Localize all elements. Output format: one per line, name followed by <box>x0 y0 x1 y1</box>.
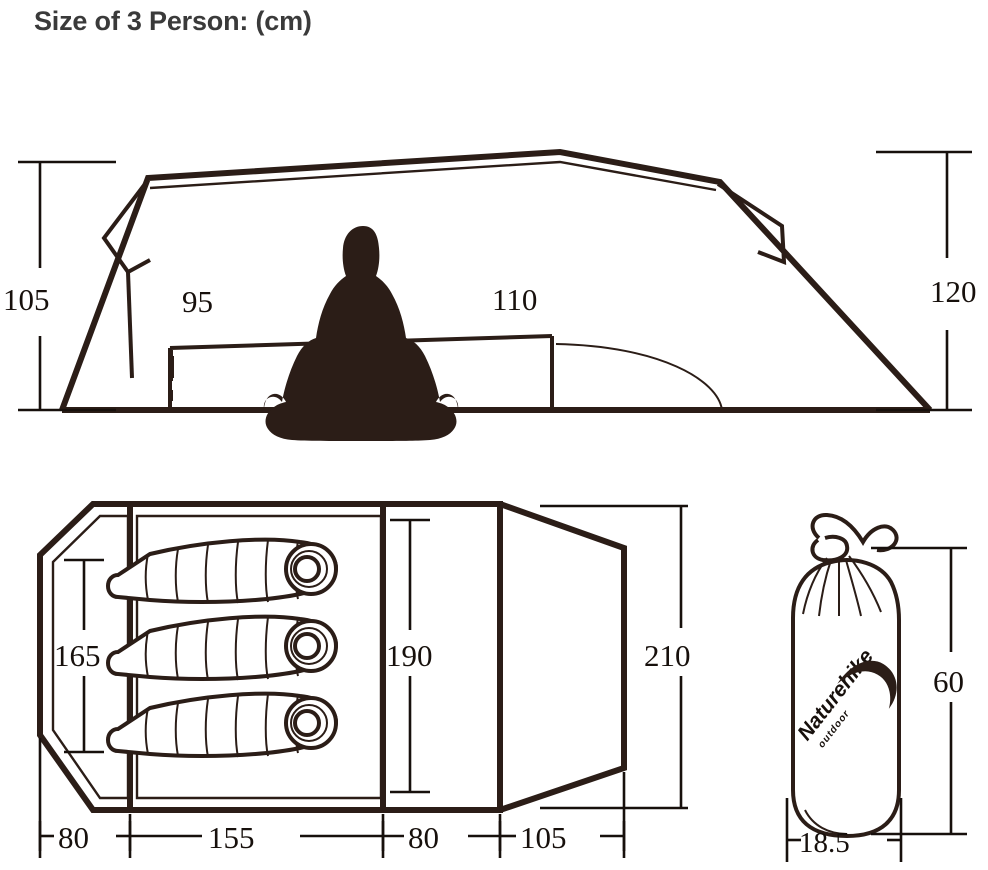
page-title: Size of 3 Person: (cm) <box>34 6 312 36</box>
dim-165: 165 <box>54 558 104 754</box>
carry-loop-icon <box>810 513 899 553</box>
dim-105-rear-label: 105 <box>520 820 567 855</box>
dim-190: 190 <box>386 518 433 794</box>
dim-95: 95 <box>182 284 213 319</box>
right-vestibule-outer <box>498 501 627 813</box>
sack-gather-line-5 <box>848 555 882 613</box>
dim-18-5-label: 18.5 <box>799 827 850 859</box>
dim-105-label: 105 <box>3 282 50 317</box>
length-dimension-chain: 80 155 80 105 <box>38 738 626 858</box>
sack-bottom-seam <box>804 809 848 835</box>
dim-110-label: 110 <box>492 282 537 317</box>
dim-18-5: 18.5 <box>785 798 903 862</box>
door-arc <box>555 343 723 411</box>
dim-80-middle-label: 80 <box>408 820 439 855</box>
brand-swoosh-icon <box>837 660 897 709</box>
sleeping-bag-2 <box>105 614 339 681</box>
sleeping-bag-1 <box>105 537 339 604</box>
dim-60: 60 <box>871 546 967 836</box>
sleeping-bag-3 <box>105 691 339 758</box>
outer-fly-outline <box>59 148 933 413</box>
dim-190-label: 190 <box>386 638 433 673</box>
dim-210-label: 210 <box>644 638 691 673</box>
right-vestibule-pole <box>716 182 787 265</box>
sack-gather-line-1 <box>802 557 828 615</box>
left-vestibule-pole <box>101 178 151 275</box>
ridge-inner-line <box>149 160 717 192</box>
dim-120-label: 120 <box>930 274 977 309</box>
floor-plan-view: 165 190 210 <box>0 480 740 870</box>
dim-165-label: 165 <box>54 638 101 673</box>
left-vestibule-pole-strut <box>126 271 134 379</box>
sack-body <box>791 558 901 839</box>
drawstring-knot <box>810 534 850 563</box>
dim-155-label: 155 <box>208 820 255 855</box>
sack-gather-line-2 <box>818 559 832 617</box>
seated-person-silhouette <box>263 226 459 441</box>
dim-60-label: 60 <box>933 664 964 699</box>
dim-105: 105 <box>3 160 116 412</box>
sack-gather-line-4 <box>845 559 862 617</box>
dim-80-front-label: 80 <box>58 820 89 855</box>
dim-120: 120 <box>876 150 977 412</box>
stuff-sack-view: Naturehike outdoor 60 18.5 <box>745 490 988 870</box>
dim-95-label: 95 <box>182 284 213 319</box>
side-elevation-view: 105 95 110 120 <box>0 140 988 441</box>
dim-210: 210 <box>540 504 691 810</box>
dim-110: 110 <box>492 282 537 317</box>
